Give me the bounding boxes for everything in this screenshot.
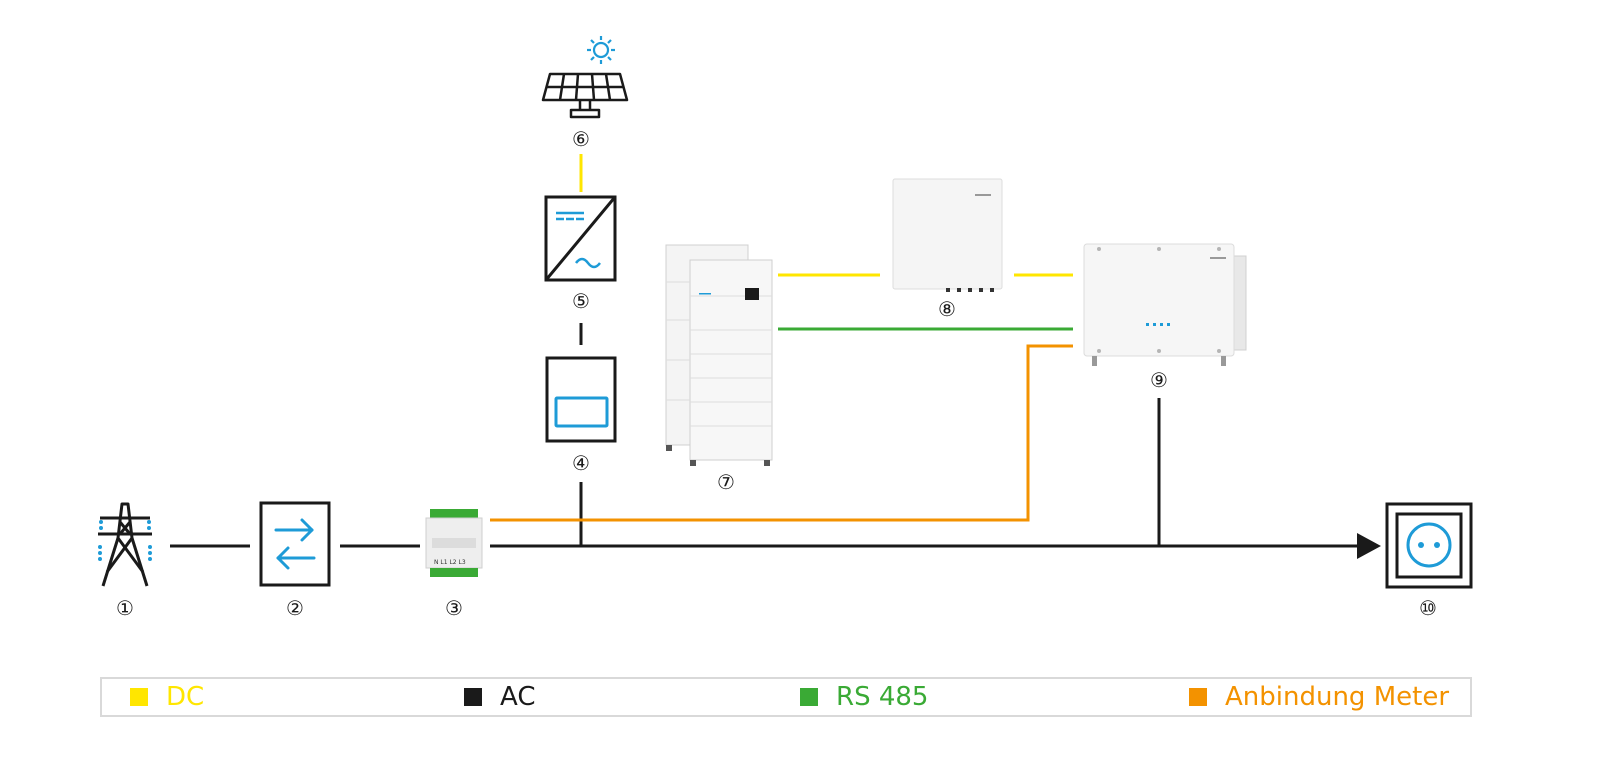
- label-2: ②: [286, 596, 304, 620]
- energy-meter-icon: N L1 L2 L3: [425, 509, 483, 577]
- solar-panel-icon: [541, 36, 629, 119]
- legend-swatch-rs485: [800, 688, 818, 706]
- legend-swatch-dc: [130, 688, 148, 706]
- legend-label-dc: DC: [166, 682, 205, 712]
- pv-inverter-icon: [544, 195, 617, 282]
- label-7: ⑦: [717, 470, 735, 494]
- legend-swatch-meter: [1189, 688, 1207, 706]
- legend: DC AC RS 485 Anbindung Meter: [100, 677, 1472, 717]
- legend-swatch-ac: [464, 688, 482, 706]
- component-labels: ① ② ③ ④ ⑤ ⑥ ⑦ ⑧ ⑨ ⑩: [116, 127, 1437, 620]
- connection-lines: [170, 154, 1381, 559]
- svg-text:N L1 L2 L3: N L1 L2 L3: [434, 559, 466, 566]
- legend-label-rs485: RS 485: [836, 682, 929, 712]
- label-1: ①: [116, 596, 134, 620]
- label-3: ③: [445, 596, 463, 620]
- legend-item-ac: AC: [464, 679, 535, 715]
- ac-bus-arrowhead: [1357, 533, 1381, 559]
- power-socket-icon: [1385, 502, 1473, 589]
- battery-stack-icon: [665, 244, 773, 466]
- meter-box-icon: [545, 356, 617, 443]
- legend-item-dc: DC: [130, 679, 204, 715]
- legend-label-meter: Anbindung Meter: [1225, 682, 1450, 712]
- legend-item-rs485: RS 485: [800, 679, 928, 715]
- battery-controller-icon: [892, 178, 1003, 292]
- label-9: ⑨: [1150, 368, 1168, 392]
- legend-label-ac: AC: [500, 682, 536, 712]
- sun-icon: [587, 36, 615, 64]
- label-6: ⑥: [572, 127, 590, 151]
- hybrid-inverter-icon: [1083, 243, 1247, 366]
- meter-link-line: [490, 344, 1073, 522]
- bidirectional-arrows-icon: [259, 501, 331, 587]
- legend-item-meter: Anbindung Meter: [1189, 679, 1449, 715]
- label-10: ⑩: [1419, 596, 1437, 620]
- label-8: ⑧: [938, 297, 956, 321]
- label-4: ④: [572, 451, 590, 475]
- power-pylon-icon: [98, 502, 152, 587]
- label-5: ⑤: [572, 289, 590, 313]
